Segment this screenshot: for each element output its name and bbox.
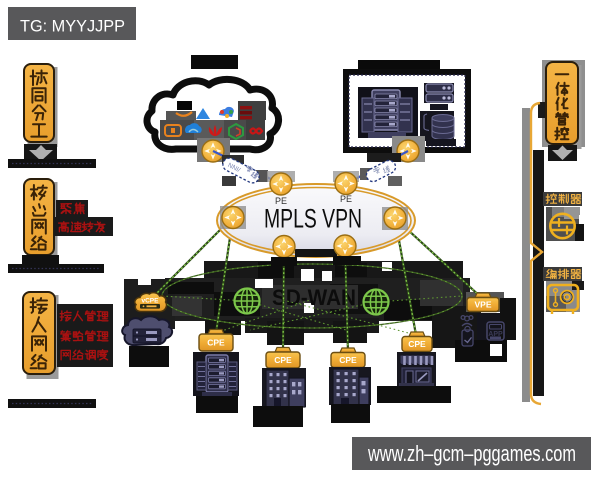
svg-text:CPE: CPE bbox=[408, 339, 426, 349]
svg-text:APP: APP bbox=[488, 331, 503, 338]
svg-text:www.zh–gcm–pggames.com: www.zh–gcm–pggames.com bbox=[367, 441, 576, 466]
svg-text:MPLS VPN: MPLS VPN bbox=[264, 204, 362, 234]
svg-text:CPE: CPE bbox=[339, 355, 357, 365]
svg-text:SD-WAN: SD-WAN bbox=[272, 285, 356, 310]
svg-text:TG: MYYJJPP: TG: MYYJJPP bbox=[20, 17, 125, 36]
svg-text:PE: PE bbox=[340, 194, 352, 204]
svg-text:PE: PE bbox=[275, 196, 287, 206]
svg-text:VPE: VPE bbox=[474, 300, 491, 310]
svg-text:vCPE: vCPE bbox=[142, 298, 160, 305]
svg-text:CPE: CPE bbox=[274, 355, 292, 365]
svg-text:CPE: CPE bbox=[207, 338, 225, 348]
